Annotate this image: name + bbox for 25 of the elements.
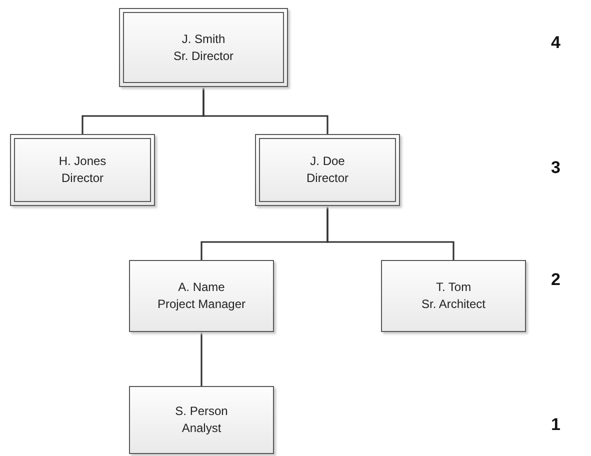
job-title: Sr. Director bbox=[173, 48, 234, 64]
position-box bbox=[129, 386, 274, 454]
job-title: Analyst bbox=[182, 420, 222, 437]
job-title: Director bbox=[306, 170, 348, 187]
position-box bbox=[255, 134, 400, 206]
person-name: T. Tom bbox=[436, 279, 472, 296]
connector-line bbox=[326, 206, 454, 260]
position-box bbox=[10, 134, 155, 206]
level-number: 4 bbox=[551, 33, 560, 53]
person-name: J. Smith bbox=[182, 30, 226, 48]
level-number: 2 bbox=[551, 270, 560, 290]
job-title: Sr. Architect bbox=[421, 296, 486, 313]
job-title: Director bbox=[61, 170, 104, 187]
level-number: 1 bbox=[551, 415, 560, 435]
position-box bbox=[381, 260, 526, 332]
person-name: H. Jones bbox=[58, 153, 106, 170]
person-name: S. Person bbox=[175, 403, 228, 420]
person-name: J. Doe bbox=[310, 153, 345, 170]
position-box bbox=[129, 260, 274, 332]
position-box bbox=[119, 8, 288, 87]
connector-line bbox=[202, 87, 328, 134]
person-name: A. Name bbox=[178, 279, 225, 296]
level-number: 3 bbox=[551, 158, 560, 178]
job-title: Project Manager bbox=[157, 296, 246, 313]
connector-line bbox=[200, 332, 202, 386]
